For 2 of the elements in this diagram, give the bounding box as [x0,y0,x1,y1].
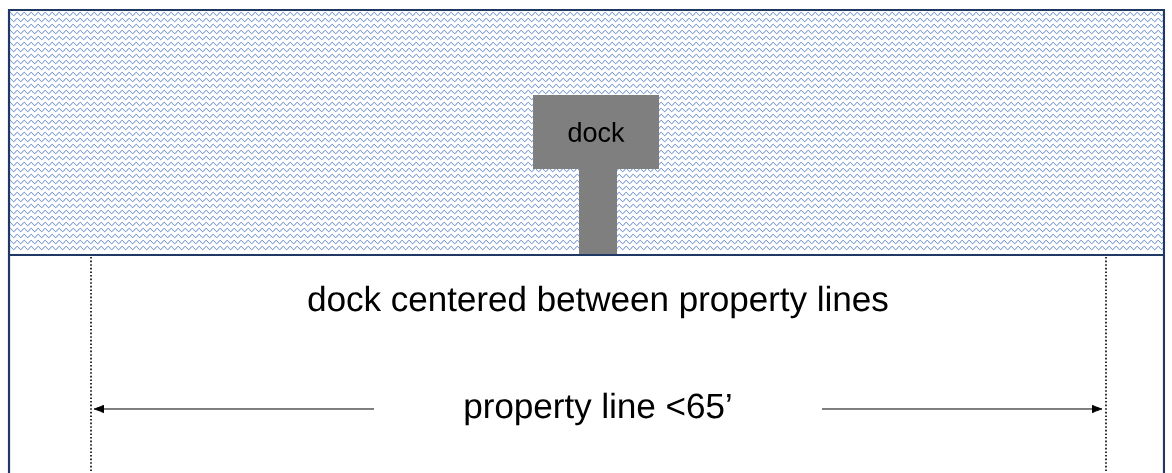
dock-drawing: dock [533,95,659,254]
dimension-label: property line <65’ [465,392,731,426]
